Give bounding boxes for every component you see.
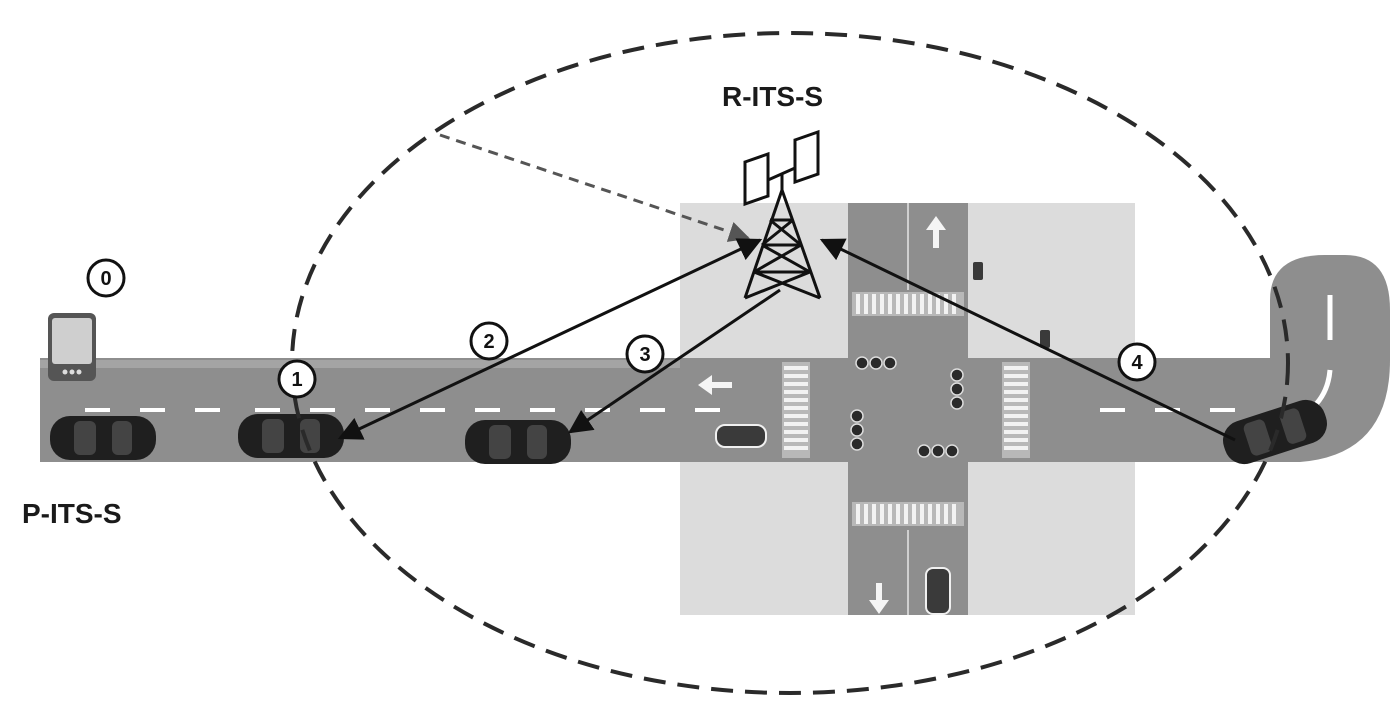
small-car-south: [925, 567, 951, 615]
svg-text:1: 1: [291, 369, 302, 391]
car-icon-leftmost: [50, 416, 156, 460]
step-marker-4: 4: [1117, 342, 1157, 382]
corner-block-sw: [680, 462, 848, 615]
sidewalk-strip: [40, 360, 680, 368]
coverage-indicator-line: [439, 133, 750, 242]
message-arrow-3: [568, 288, 781, 434]
antenna-tower-icon: [743, 129, 822, 300]
svg-text:0: 0: [100, 268, 111, 290]
road-arrow-up: [926, 216, 946, 248]
small-car-west: [715, 424, 767, 448]
corner-block-se: [968, 462, 1135, 615]
small-car-ne: [973, 262, 983, 280]
personal-station-label: P-ITS-S: [22, 498, 122, 529]
road-arrow-down: [869, 583, 889, 614]
crosswalk-east: [1002, 362, 1030, 458]
crosswalk-north: [852, 292, 964, 316]
car-icon-step1: [238, 414, 344, 458]
step-marker-1: 1: [277, 359, 317, 399]
corner-block-nw: [680, 203, 848, 358]
traffic-light-group: [850, 356, 964, 458]
smartphone-icon: [48, 313, 96, 381]
svg-text:3: 3: [639, 344, 650, 366]
small-car-east: [1040, 330, 1050, 348]
car-icon-step3: [465, 420, 571, 464]
crosswalk-west: [782, 362, 810, 458]
svg-text:4: 4: [1131, 352, 1143, 374]
corner-block-ne: [968, 203, 1135, 358]
step-marker-0: 0: [86, 258, 126, 298]
crosswalk-south: [852, 502, 964, 526]
svg-text:2: 2: [483, 331, 494, 353]
message-arrow-2: [337, 238, 763, 440]
roadside-station-label: R-ITS-S: [722, 81, 823, 112]
message-arrow-4: [819, 238, 1236, 442]
step-marker-3: 3: [625, 334, 665, 374]
step-marker-2: 2: [469, 321, 509, 361]
